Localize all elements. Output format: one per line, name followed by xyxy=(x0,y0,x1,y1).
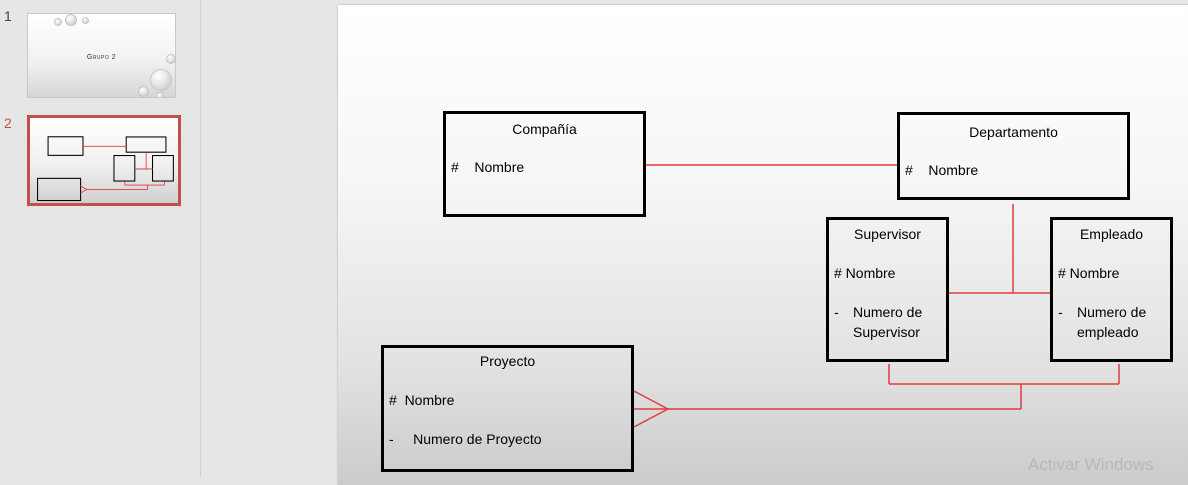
entity-attribute: # Nombre xyxy=(905,162,979,178)
entity-title: Compañía xyxy=(512,121,577,137)
entity-attribute: - Numero de Proyecto xyxy=(389,431,542,447)
slide-number-1: 1 xyxy=(4,8,12,24)
relationship-lines xyxy=(631,164,1120,429)
thumbnail-diagram-preview xyxy=(37,136,174,202)
entity-compania[interactable]: Compañía # Nombre xyxy=(443,111,646,217)
thumbnail-title: Grupo 2 xyxy=(86,54,117,61)
entity-attribute-bullet: - xyxy=(1058,304,1063,320)
slide-number-2: 2 xyxy=(4,115,12,131)
entity-attribute: # Nombre xyxy=(389,392,455,408)
water-drop-decoration xyxy=(54,18,62,26)
slide-thumbnail-1[interactable]: Grupo 2 xyxy=(27,13,176,98)
water-drop-decoration xyxy=(166,54,175,64)
slide-thumbnail-pane: 1 Grupo 2 2 xyxy=(0,0,201,477)
slide-thumbnail-2[interactable] xyxy=(27,115,181,206)
crowfoot-upper xyxy=(631,389,669,410)
entity-title: Empleado xyxy=(1079,226,1144,242)
water-drop-decoration xyxy=(65,14,77,26)
entity-title: Supervisor xyxy=(854,226,921,242)
entity-supervisor[interactable]: Supervisor # Nombre - Numero de Supervis… xyxy=(826,217,949,362)
entity-attribute: # Nombre xyxy=(451,159,525,175)
entity-attribute-bullet: - xyxy=(834,304,839,320)
slide-canvas[interactable]: Compañía # Nombre Departamento # Nombre … xyxy=(338,5,1188,485)
entity-attribute: Numero de empleado xyxy=(1077,304,1147,340)
entity-attribute: # Nombre xyxy=(1058,265,1120,281)
entity-empleado[interactable]: Empleado # Nombre - Numero de empleado xyxy=(1050,217,1173,362)
entity-proyecto[interactable]: Proyecto # Nombre - Numero de Proyecto xyxy=(381,345,634,472)
entity-departamento[interactable]: Departamento # Nombre xyxy=(897,112,1130,200)
water-drop-decoration xyxy=(138,86,149,97)
entity-attribute: # Nombre xyxy=(834,265,896,281)
slide-editor-area: Compañía # Nombre Departamento # Nombre … xyxy=(201,0,1188,485)
entity-title: Proyecto xyxy=(479,353,536,369)
entity-title: Departamento xyxy=(969,124,1058,140)
water-drop-decoration xyxy=(82,17,89,24)
crowfoot-lower xyxy=(631,408,669,429)
entity-attribute: Numero de Supervisor xyxy=(853,304,923,340)
activate-windows-watermark: Activar Windows xyxy=(1028,455,1154,474)
water-drop-decoration xyxy=(156,92,164,97)
water-drop-decoration xyxy=(150,69,172,91)
